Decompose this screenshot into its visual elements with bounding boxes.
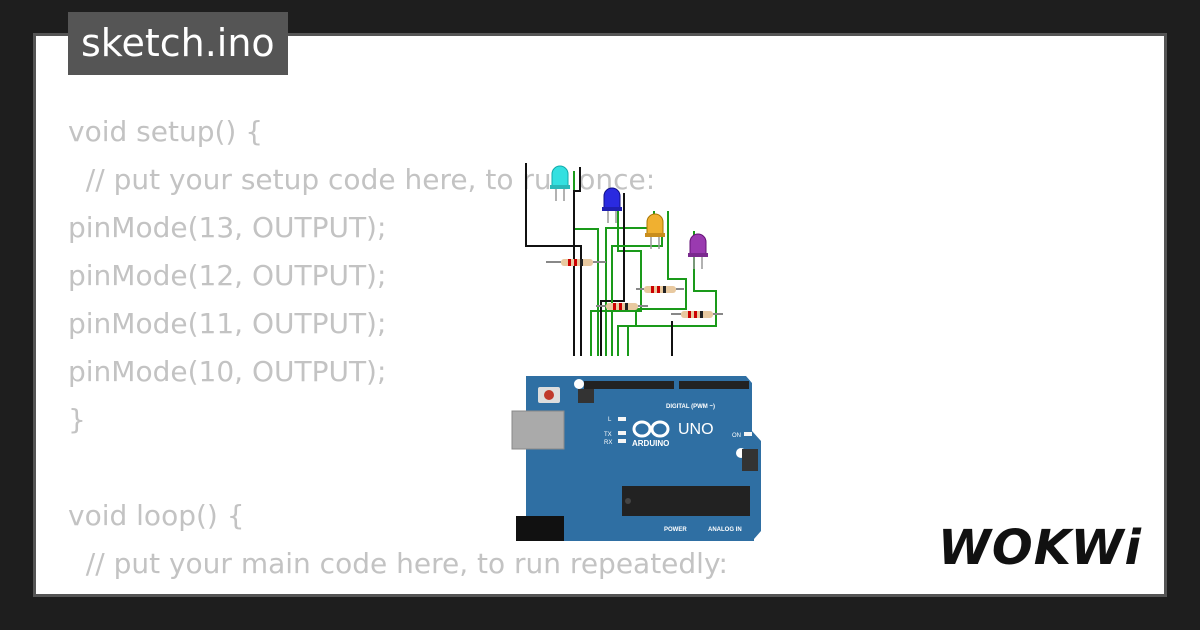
l-label: L xyxy=(608,417,612,423)
wokwi-logo: WOKWi xyxy=(937,520,1142,576)
wires xyxy=(525,163,717,356)
code-line: pinMode(12, OUTPUT); xyxy=(68,259,387,292)
board-brand-label: ARDUINO xyxy=(632,439,669,448)
code-line: // put your main code here, to run repea… xyxy=(68,547,728,580)
rx-label: RX xyxy=(604,440,612,446)
code-line: pinMode(11, OUTPUT); xyxy=(68,307,387,340)
digital-pins-label: DIGITAL (PWM ~) xyxy=(666,404,715,410)
resistor[interactable] xyxy=(596,303,648,310)
preview-card: void setup() { // put your setup code he… xyxy=(33,33,1167,597)
resistor[interactable] xyxy=(671,311,723,318)
code-line: digitalWrite(13, HIGH); xyxy=(68,588,728,594)
code-line: } xyxy=(68,403,86,436)
resistor[interactable] xyxy=(636,286,684,293)
led-purple[interactable] xyxy=(688,233,708,269)
code-line: pinMode(10, OUTPUT); xyxy=(68,355,387,388)
power-label: POWER xyxy=(664,527,687,533)
code-editor[interactable]: void setup() { // put your setup code he… xyxy=(68,108,728,594)
file-tab[interactable]: sketch.ino xyxy=(68,12,288,75)
led-yellow[interactable] xyxy=(645,213,665,249)
code-line: pinMode(13, OUTPUT); xyxy=(68,211,387,244)
led-blue[interactable] xyxy=(602,187,622,223)
code-line: void loop() { xyxy=(68,499,245,532)
led-cyan[interactable] xyxy=(550,165,570,201)
code-line: // put your setup code here, to run once… xyxy=(68,163,656,196)
resistor[interactable] xyxy=(546,259,606,266)
analog-label: ANALOG IN xyxy=(708,527,742,533)
code-line: void setup() { xyxy=(68,115,264,148)
board-model-label: UNO xyxy=(678,421,714,438)
tx-label: TX xyxy=(604,432,612,438)
circuit-diagram[interactable]: UNO ARDUINO DIGITAL (PWM ~) POWER ANALOG… xyxy=(476,131,796,541)
arduino-uno-board[interactable]: UNO ARDUINO DIGITAL (PWM ~) POWER ANALOG… xyxy=(511,376,761,541)
on-label: ON xyxy=(732,433,741,439)
